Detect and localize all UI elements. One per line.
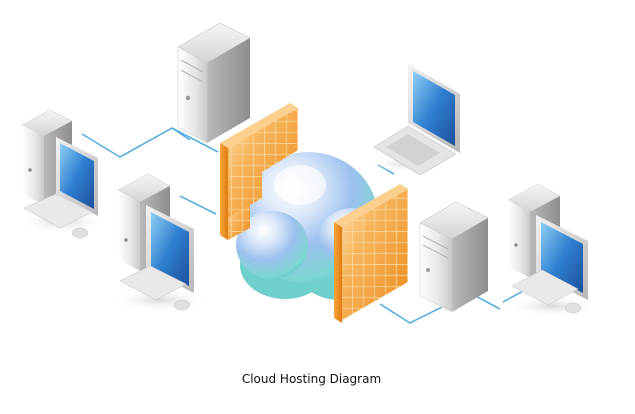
- laptop-icon: [368, 64, 460, 176]
- connection-line: [81, 127, 191, 158]
- server-tower-icon: [177, 22, 251, 144]
- server-tower-icon: [419, 201, 489, 313]
- network-connections: [81, 127, 526, 324]
- desktop-computer-icon: [17, 109, 107, 239]
- connection-line: [179, 195, 217, 215]
- connection-line: [502, 289, 526, 303]
- caption-text: Cloud Hosting Diagram: [241, 372, 382, 386]
- desktop-computer-icon: [504, 183, 600, 317]
- desktop-computer-icon: [110, 173, 210, 312]
- connection-line: [379, 292, 501, 324]
- firewall-icon: [220, 103, 298, 240]
- diagram-caption: Cloud Hosting Diagram: [0, 372, 635, 386]
- firewall-icon: [334, 184, 408, 323]
- connection-line: [171, 127, 219, 153]
